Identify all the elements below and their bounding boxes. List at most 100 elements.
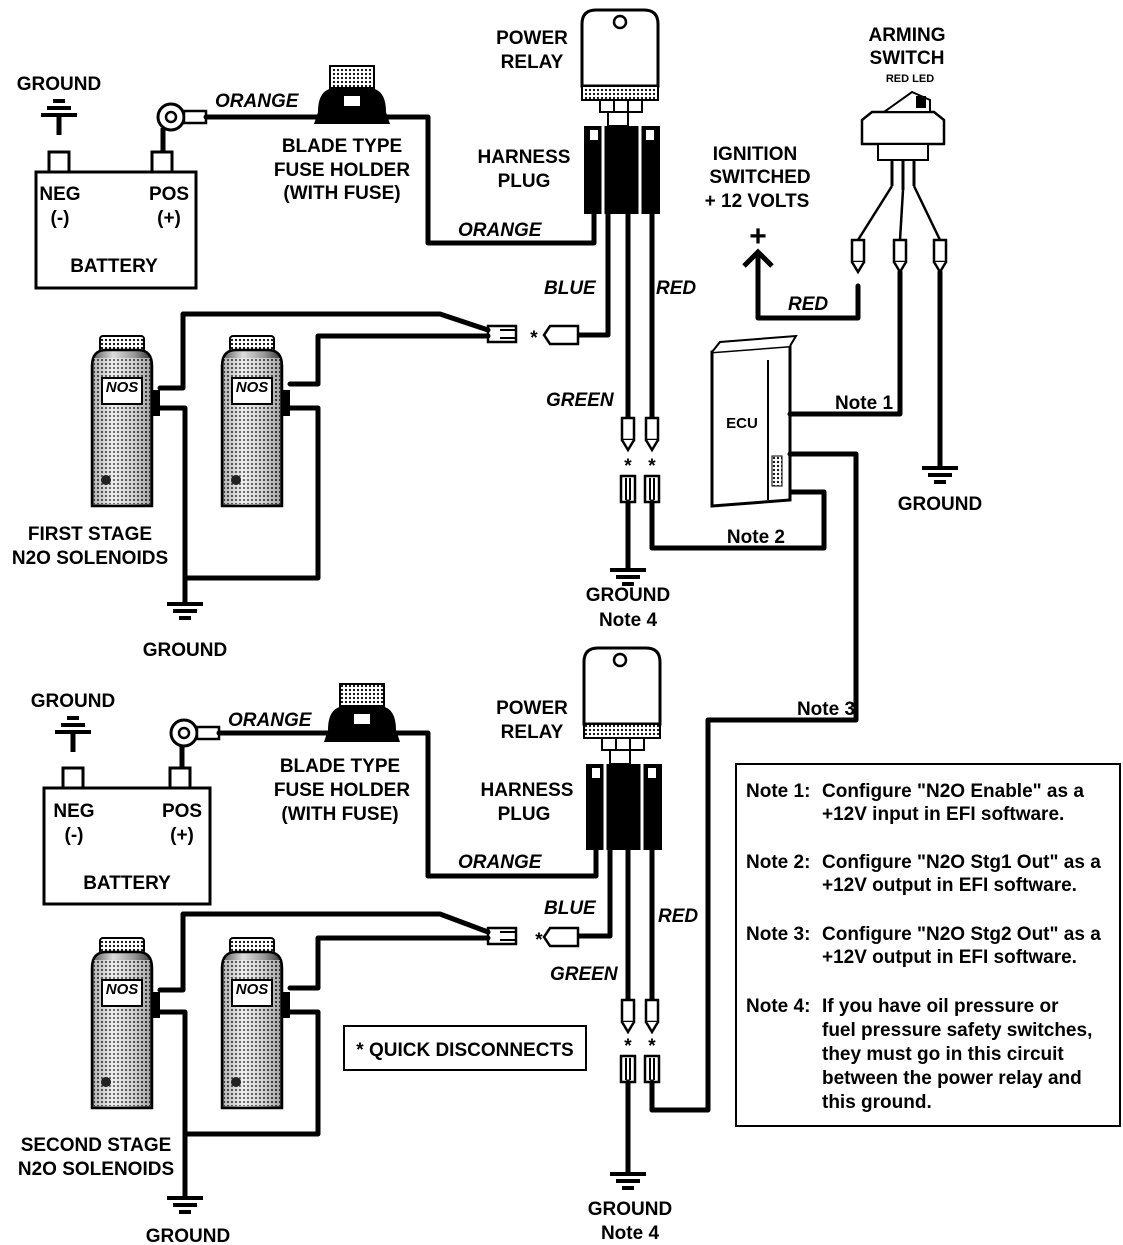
nos-solenoid-2a-icon [90,936,162,1110]
wire-label-orange-2: ORANGE [458,220,543,241]
nos-logo-1a: NOS [106,379,139,396]
wire-label-blue-1: BLUE [544,278,597,299]
wire-label-orange-4: ORANGE [458,852,543,873]
stage2-group: GROUND NEG (-) POS (+) BATTERY ORANGE BL… [18,646,1121,1245]
harness2-label-1: HARNESS [481,780,574,801]
wire-label-blue-2: BLUE [544,898,597,919]
wire-label-red-ignition: RED [788,294,828,315]
first-stage-label-2: N2O SOLENOIDS [12,548,168,569]
relay-ground-2-label: GROUND [588,1199,672,1220]
note4-head: Note 4: [746,996,810,1017]
neg-symbol: (-) [51,208,70,229]
note2-line2: +12V output in EFI software. [822,875,1077,896]
ignition-label-2: SWITCHED [709,167,810,188]
note1-label: Note 1 [835,393,894,414]
battery-ground-label: GROUND [17,74,101,95]
fuse-holder-label-3: (WITH FUSE) [283,183,400,204]
quick-disconnects-label: * QUICK DISCONNECTS [356,1040,573,1061]
connector-green-2m-icon [619,1054,637,1084]
switch-connector-left-icon [850,238,866,274]
solenoid-ground-1-label: GROUND [143,640,227,661]
pos-label: POS [149,184,189,205]
relay2-label-2: RELAY [501,722,564,743]
note2-head: Note 2: [746,852,810,873]
ecu-label: ECU [726,415,758,432]
fuse-holder-label-2: FUSE HOLDER [274,160,410,181]
neg2-terminal [61,766,85,790]
harness-label-1: HARNESS [478,147,571,168]
ignition-label-3: + 12 VOLTS [705,191,810,212]
stage1-group: GROUND NEG (-) POS (+) BATTERY ORANGE BL… [12,8,982,1113]
nos-logo-2a: NOS [106,981,139,998]
fuse-holder2-label-1: BLADE TYPE [280,756,400,777]
note2-label: Note 2 [727,527,785,548]
note4-line4: between the power relay and [822,1068,1082,1089]
solenoid-ground-1-icon [167,590,203,618]
quick-disconnects-box [343,1025,587,1071]
nos-logo-2b: NOS [236,981,269,998]
wire-label-green-1: GREEN [546,390,615,411]
switch-connector-right-icon [932,238,948,274]
connector-green-2-icon [620,998,636,1034]
pos2-symbol: (+) [170,825,194,846]
quick-disconnect-blue-2-icon [486,926,580,948]
nos-solenoid-2b-icon [220,936,292,1110]
arming-label-1: ARMING [868,25,945,46]
wire-label-orange-1: ORANGE [215,91,300,112]
connector-green-1m-icon [619,474,637,504]
connector-red-1m-icon [643,474,661,504]
arming-switch-icon [860,90,946,190]
neg2-symbol: (-) [65,825,84,846]
fuse-holder2-label-2: FUSE HOLDER [274,780,410,801]
note3-label: Note 3 [797,699,855,720]
power-relay-2-icon [582,646,662,765]
wire-label-orange-3: ORANGE [228,710,313,731]
battery-ground-bottom-icon [55,718,91,752]
qd-star-4: * [535,930,543,951]
fuse-holder-2-icon [324,683,400,742]
note1-line1: Configure "N2O Enable" as a [822,781,1084,802]
battery2-label: BATTERY [83,873,171,894]
switch-connector-mid-icon [892,238,908,274]
pos2-terminal [168,766,192,790]
note4-line5: this ground. [822,1092,932,1113]
note4-line3: they must go in this circuit [822,1044,1064,1065]
qd-star-3: * [648,456,656,477]
solenoid-ground-2-icon [167,1184,203,1212]
note4-line1: If you have oil pressure or [822,996,1059,1017]
power-relay-icon [580,8,660,127]
wire-label-green-2: GREEN [550,964,619,985]
qd-star-5: * [624,1036,632,1057]
pos-symbol: (+) [157,208,181,229]
relay-ground-2-note: Note 4 [601,1223,660,1244]
fuse-holder-icon [314,65,390,124]
qd-star-2: * [624,456,632,477]
solenoid-ground-2-label: GROUND [146,1226,230,1245]
harness-label-2: PLUG [498,171,551,192]
notes-box: Note 1: Configure "N2O Enable" as a +12V… [735,763,1121,1127]
second-stage-label-1: SECOND STAGE [21,1135,172,1156]
battery2-box [42,786,212,906]
relay-ground-1-note: Note 4 [599,610,658,631]
wire-label-red-1: RED [656,278,696,299]
battery-box [34,170,198,290]
relay-label-1: POWER [496,28,568,49]
neg-terminal [47,150,71,174]
nos-logo-1b: NOS [236,379,269,396]
ignition-label-1: IGNITION [713,144,797,165]
pos2-label: POS [162,801,202,822]
battery-label: BATTERY [70,256,158,277]
note1-head: Note 1: [746,781,810,802]
note3-line2: +12V output in EFI software. [822,947,1077,968]
nos-solenoid-1a-icon [90,334,162,508]
fuse-holder2-label-3: (WITH FUSE) [281,804,398,825]
connector-red-1-icon [644,416,660,452]
relay2-label-1: POWER [496,698,568,719]
plus-symbol: + [749,220,767,253]
ecu-icon [710,334,798,508]
red-led-label: RED LED [886,73,934,85]
note4-line2: fuel pressure safety switches, [822,1020,1092,1041]
qd-star-1: * [530,328,538,349]
battery-ground-top-icon [41,101,77,135]
